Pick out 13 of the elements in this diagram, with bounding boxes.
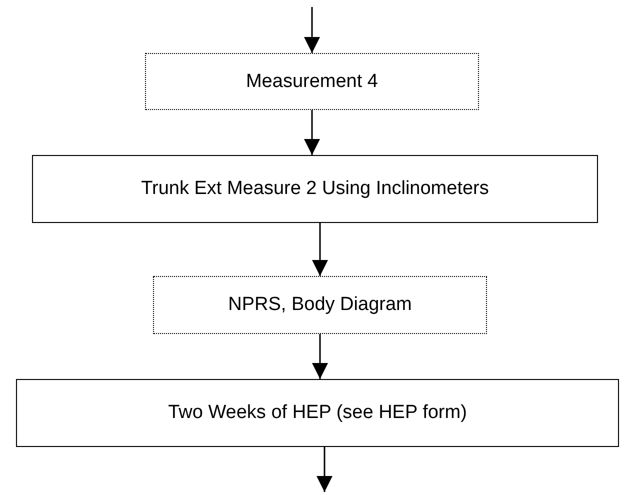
- arrow: [312, 334, 328, 379]
- process-box: [32, 155, 598, 223]
- box-label: Trunk Ext Measure 2 Using Inclinometers: [141, 178, 489, 200]
- process-box: [16, 379, 619, 447]
- arrow: [304, 110, 320, 155]
- arrow: [312, 223, 328, 276]
- box-label: NPRS, Body Diagram: [228, 294, 412, 316]
- arrow: [316, 447, 332, 492]
- box-label: Two Weeks of HEP (see HEP form): [168, 402, 467, 424]
- process-box: [153, 276, 487, 334]
- box-label: Measurement 4: [246, 70, 378, 92]
- process-box: [145, 53, 479, 110]
- arrow: [304, 7, 320, 53]
